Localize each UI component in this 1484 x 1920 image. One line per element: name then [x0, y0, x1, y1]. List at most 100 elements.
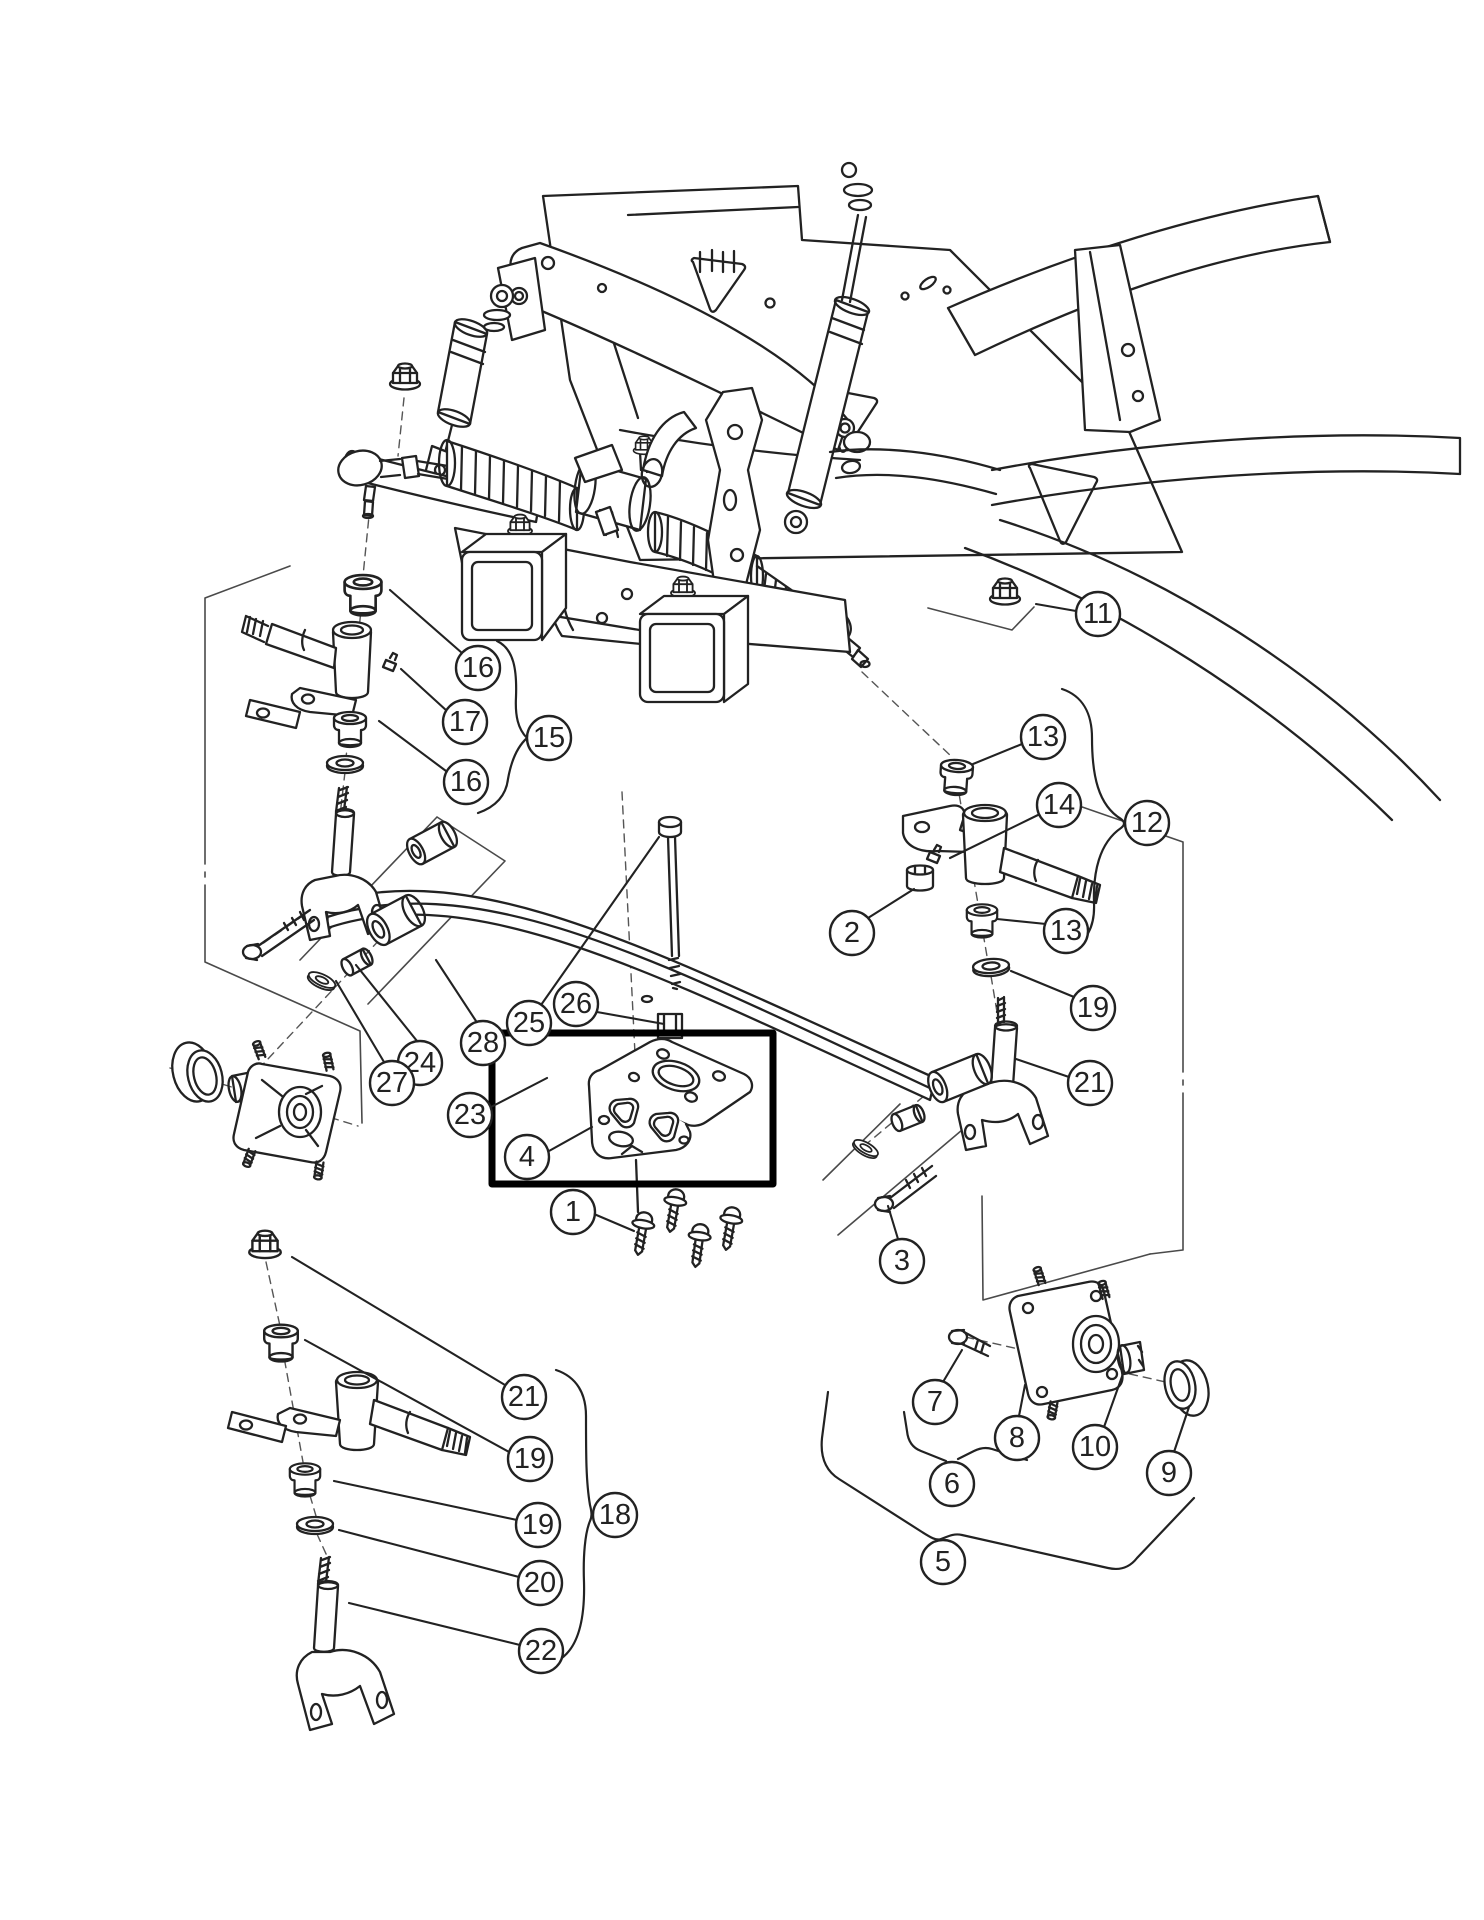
callout-label: 2 [844, 917, 860, 949]
callout-circle[interactable] [1019, 713, 1067, 761]
spring-plate [587, 1037, 754, 1214]
callout-21[interactable]: 21 [1066, 1059, 1114, 1107]
callout-11[interactable]: 11 [1074, 590, 1122, 638]
callout-circle[interactable] [500, 1373, 548, 1421]
callout-label: 19 [1077, 992, 1109, 1024]
leader-line-8 [1017, 1383, 1027, 1418]
leader-line-20 [337, 1528, 521, 1579]
callout-label: 19 [514, 1443, 546, 1475]
callout-1[interactable]: 1 [549, 1188, 597, 1236]
callout-circle[interactable] [514, 1501, 562, 1549]
callout-label: 22 [525, 1635, 557, 1667]
callout-23[interactable]: 23 [446, 1091, 494, 1139]
spacer-sleeve [340, 947, 374, 977]
callout-14[interactable]: 14 [1035, 781, 1083, 829]
square-tube-left [460, 532, 568, 642]
callout-circle[interactable] [1145, 1449, 1193, 1497]
callout-circle[interactable] [828, 909, 876, 957]
hex-nut [905, 864, 935, 892]
callout-circle[interactable] [549, 1188, 597, 1236]
callout-label: 17 [449, 706, 481, 738]
callout-25[interactable]: 25 [505, 999, 553, 1047]
upper-control-arm [496, 241, 872, 454]
callout-label: 13 [1027, 721, 1059, 753]
center-bolt [657, 815, 683, 991]
left-hub-assembly [171, 1039, 342, 1182]
callout-18[interactable]: 18 [591, 1491, 639, 1539]
callout-26[interactable]: 26 [552, 980, 600, 1028]
callout-circle[interactable] [1123, 799, 1171, 847]
callout-circle[interactable] [368, 1059, 416, 1107]
callout-circle[interactable] [878, 1237, 926, 1285]
callout-circle[interactable] [919, 1538, 967, 1586]
leader-line-13 [995, 917, 1048, 926]
callout-4[interactable]: 4 [503, 1133, 551, 1181]
callout-12[interactable]: 12 [1123, 799, 1171, 847]
callout-circle[interactable] [552, 980, 600, 1028]
leader-line-11 [1034, 602, 1078, 613]
pivot-bushing [405, 820, 459, 866]
callout-label: 16 [450, 766, 482, 798]
callout-13[interactable]: 13 [1042, 907, 1090, 955]
callout-circle[interactable] [442, 758, 490, 806]
callout-circle[interactable] [1071, 1423, 1119, 1471]
callout-20[interactable]: 20 [516, 1559, 564, 1607]
callout-2[interactable]: 2 [828, 909, 876, 957]
callout-circle[interactable] [517, 1627, 565, 1675]
leader-line-22 [347, 1601, 522, 1647]
callout-circle[interactable] [506, 1435, 554, 1483]
right-hub-assembly [947, 1264, 1210, 1422]
callout-circle[interactable] [1069, 984, 1117, 1032]
shackle-clevis-right [956, 1079, 1050, 1152]
callout-16[interactable]: 16 [442, 758, 490, 806]
callout-15[interactable]: 15 [525, 714, 573, 762]
callout-circle[interactable] [446, 1091, 494, 1139]
spindle-nut [1116, 1340, 1146, 1376]
callout-16[interactable]: 16 [454, 644, 502, 692]
callout-17[interactable]: 17 [441, 698, 489, 746]
callout-10[interactable]: 10 [1071, 1423, 1119, 1471]
callout-28[interactable]: 28 [459, 1019, 507, 1067]
callout-circle[interactable] [1042, 907, 1090, 955]
callout-13[interactable]: 13 [1019, 713, 1067, 761]
callout-circle[interactable] [459, 1019, 507, 1067]
callout-circle[interactable] [591, 1491, 639, 1539]
callout-19[interactable]: 19 [514, 1501, 562, 1549]
callout-19[interactable]: 19 [1069, 984, 1117, 1032]
callout-circle[interactable] [505, 999, 553, 1047]
callout-27[interactable]: 27 [368, 1059, 416, 1107]
callout-label: 6 [944, 1468, 960, 1500]
callout-circle[interactable] [503, 1133, 551, 1181]
callout-8[interactable]: 8 [993, 1414, 1041, 1462]
callout-circle[interactable] [911, 1378, 959, 1426]
callout-circle[interactable] [993, 1414, 1041, 1462]
callout-circle[interactable] [516, 1559, 564, 1607]
dust-cap [171, 1041, 224, 1103]
leader-line-24 [354, 963, 419, 1043]
callout-circle[interactable] [525, 714, 573, 762]
callout-3[interactable]: 3 [878, 1237, 926, 1285]
group-braces [476, 639, 1196, 1663]
callout-21[interactable]: 21 [500, 1373, 548, 1421]
callout-circle[interactable] [441, 698, 489, 746]
shackle-bolt-right [873, 1164, 938, 1214]
grease-fitting [925, 843, 943, 865]
frame-assembly [541, 184, 1462, 822]
callout-label: 19 [522, 1509, 554, 1541]
callout-circle[interactable] [1035, 781, 1083, 829]
callout-19[interactable]: 19 [506, 1435, 554, 1483]
callout-5[interactable]: 5 [919, 1538, 967, 1586]
leader-line-4 [547, 1125, 594, 1153]
callout-circle[interactable] [1066, 1059, 1114, 1107]
callout-7[interactable]: 7 [911, 1378, 959, 1426]
callout-circle[interactable] [1074, 590, 1122, 638]
callout-9[interactable]: 9 [1145, 1449, 1193, 1497]
brace-6 [902, 1410, 1029, 1463]
leader-line-10 [1102, 1369, 1126, 1429]
right-knuckle-group [901, 757, 1102, 1152]
callout-22[interactable]: 22 [517, 1627, 565, 1675]
callout-6[interactable]: 6 [928, 1460, 976, 1508]
callout-circle[interactable] [928, 1460, 976, 1508]
callout-circle[interactable] [454, 644, 502, 692]
